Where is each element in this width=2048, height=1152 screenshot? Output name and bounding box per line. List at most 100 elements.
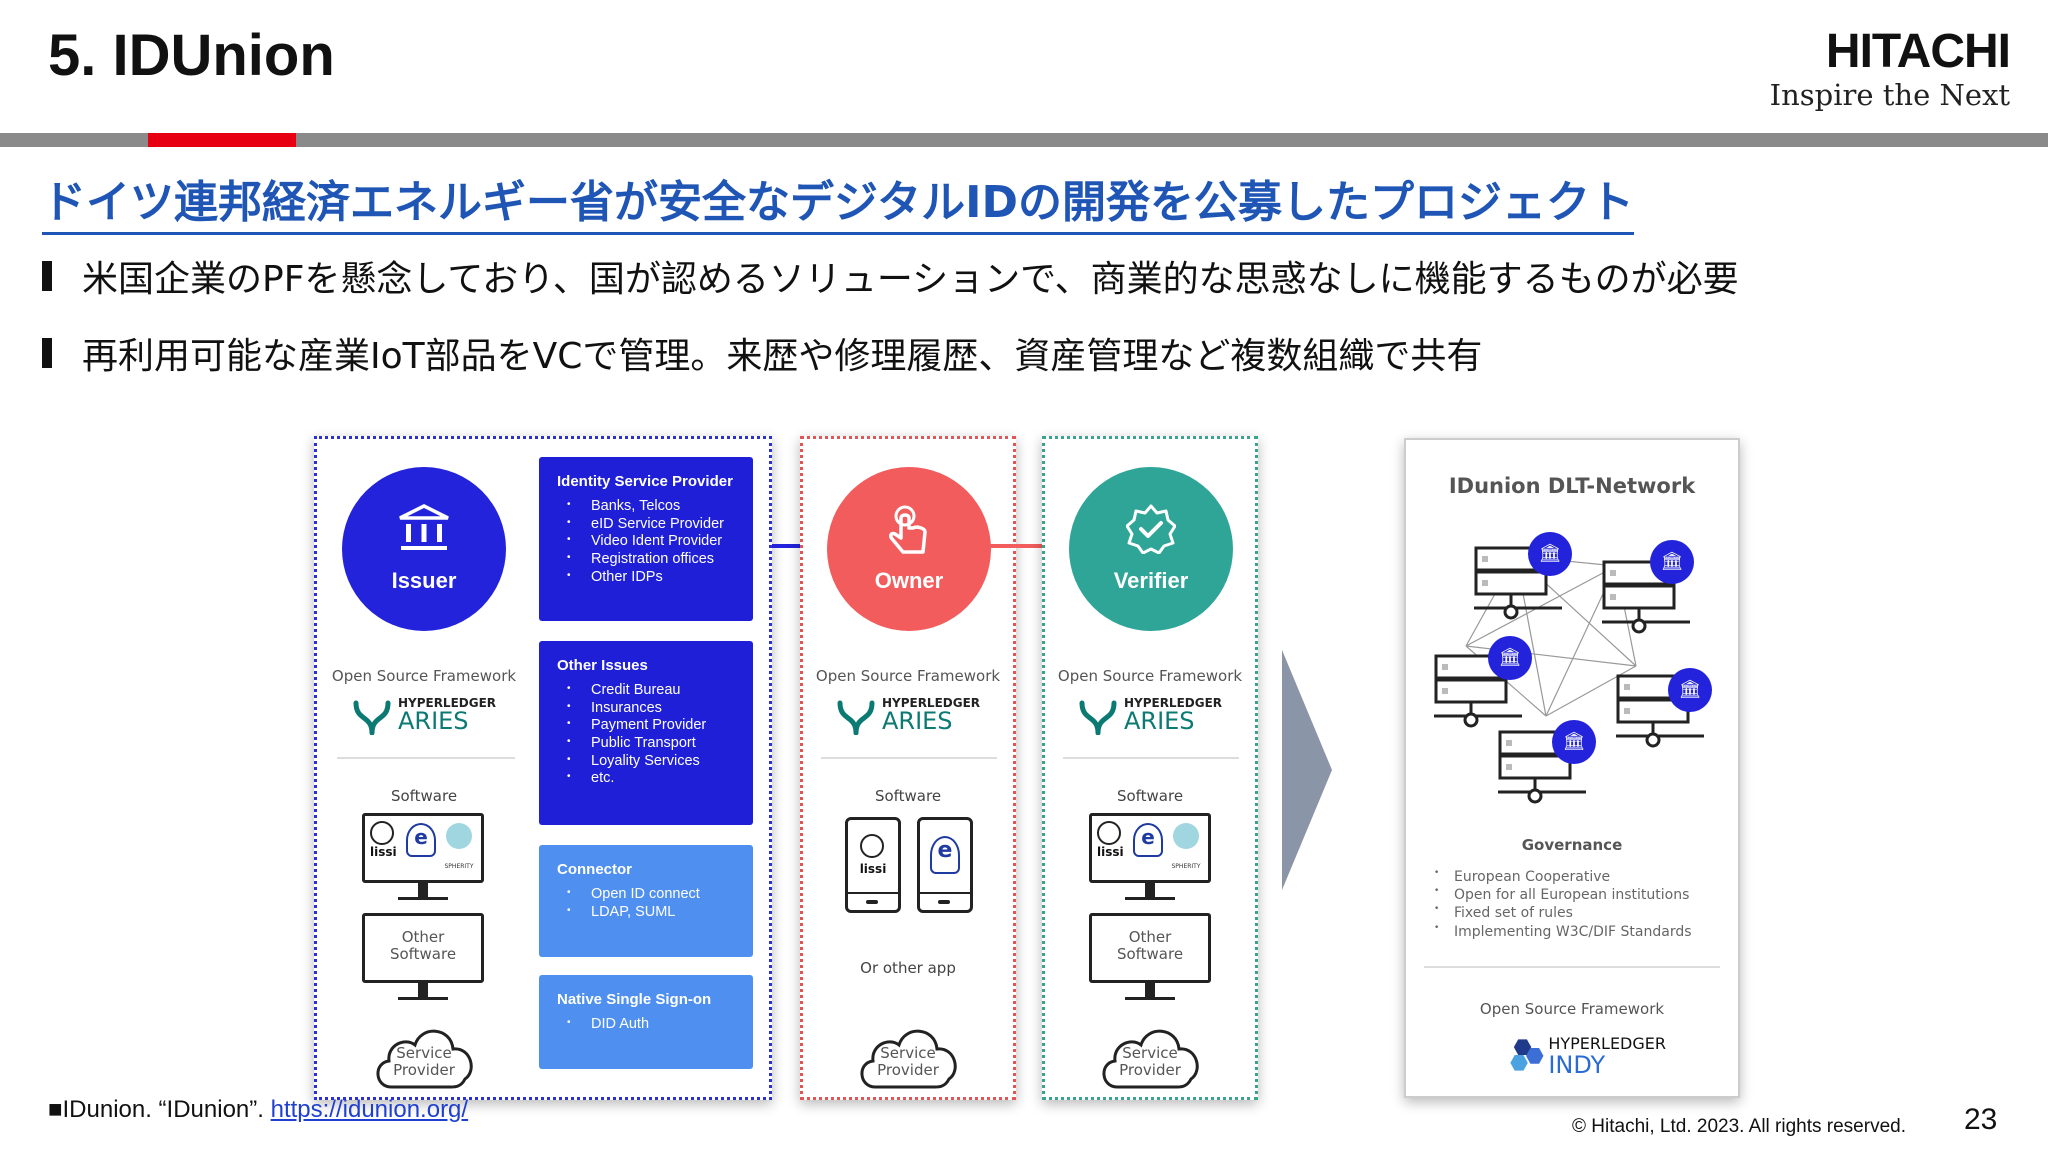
indy-text: INDY [1548,1050,1606,1079]
other-software-text: Software [1116,944,1184,963]
bank-badge-icon: 🏛 [1668,668,1712,712]
other-software-monitor: Other Software [1089,913,1211,1005]
bank-badge-icon: 🏛 [1650,540,1694,584]
other-software-text: Other [1128,928,1172,946]
bullet-marker [42,338,52,368]
eid-icon: e [1133,823,1163,857]
bank-badge-icon: 🏛 [1552,720,1596,764]
logo-brand: HITACHI [1825,25,2011,78]
aries-logo: HYPERLEDGER ARIES [1045,693,1255,737]
box-item: Banks, Telcos [557,498,735,516]
hyperledger-text: HYPERLEDGER [1548,1033,1666,1053]
box-item: Credit Bureau [557,682,735,700]
other-software-monitor: Other Software [362,913,484,1005]
spherity-logo: SPHERITY [1167,819,1205,875]
box-item: Insurances [557,700,735,718]
bullet-marker [42,261,52,291]
divider [1424,966,1720,968]
other-issues-box: Other Issues Credit Bureau Insurances Pa… [539,641,753,825]
box-title: Connector [557,861,632,878]
framework-label: Open Source Framework [331,667,517,685]
bullet-text: 米国企業のPFを懸念しており、国が認めるソリューションで、商業的な思惑なしに機能… [82,259,1739,300]
software-monitor: lissi e SPHERITY [1089,813,1211,905]
divider [1063,757,1239,759]
header-accent [148,133,296,147]
box-item: Loyality Services [557,753,735,771]
aries-text: ARIES [1123,707,1195,735]
service-provider-text: Provider [1119,1060,1181,1079]
aries-logo: HYPERLEDGER ARIES [317,693,531,737]
slide-title: 5. IDUnion [48,23,335,88]
governance-item: European Cooperative [1430,868,1730,886]
governance-item: Open for all European institutions [1430,886,1730,904]
box-title: Other Issues [557,657,648,674]
network-title: IDunion DLT-Network [1448,474,1696,498]
governance-item: Implementing W3C/DIF Standards [1430,923,1730,941]
lissi-logo: lissi [1097,821,1124,859]
lissi-logo: lissi [859,862,887,876]
spherity-logo: SPHERITY [440,819,478,875]
service-provider-text: Service [880,1044,936,1062]
dlt-network-panel: IDunion DLT-Network [1404,438,1740,1098]
framework-label: Open Source Framework [815,667,1001,685]
other-software-text: Other [401,928,445,946]
service-provider-cloud: Service Provider [1095,1017,1205,1091]
hyperledger-text: HYPERLEDGER [1123,696,1223,710]
owner-panel: Owner Open Source Framework HYPERLEDGER … [800,436,1016,1100]
other-app-label: Or other app [860,959,956,977]
bullet-item: 米国企業のPFを懸念しており、国が認めるソリューションで、商業的な思惑なしに機能… [42,250,1739,302]
governance-list: European Cooperative Open for all Europe… [1430,868,1730,941]
phone-eid: e [917,817,973,913]
lissi-logo: lissi [370,821,397,859]
software-label: Software [390,787,458,805]
verifier-label: Verifier [1113,568,1189,593]
box-item: Video Ident Provider [557,533,735,551]
box-item: Open ID connect [557,886,735,904]
slide-subtitle: ドイツ連邦経済エネルギー省が安全なデジタルIDの開発を公募したプロジェクト [42,166,1635,235]
framework-label: Open Source Framework [1057,667,1243,685]
other-software-text: Software [389,944,457,963]
service-provider-text: Service [1122,1044,1178,1062]
box-item: Public Transport [557,735,735,753]
aries-logo: HYPERLEDGER ARIES [803,693,1013,737]
bank-badge-icon: 🏛 [1528,532,1572,576]
aries-text: ARIES [397,707,469,735]
governance-title: Governance [1521,836,1623,854]
aries-icon [353,700,391,735]
divider [337,757,515,759]
indy-logo: HYPERLEDGER INDY [1506,1032,1666,1078]
verifier-circle: Verifier [1069,467,1233,631]
cloud-icon [1102,1029,1199,1089]
bank-icon [399,504,449,550]
issuer-circle: Issuer [342,467,506,631]
source-link[interactable]: https://idunion.org/ [270,1096,469,1123]
service-provider-cloud: Service Provider [853,1017,963,1091]
owner-circle: Owner [827,467,991,631]
software-label: Software [1116,787,1184,805]
owner-label: Owner [874,568,944,593]
governance-item: Fixed set of rules [1430,904,1730,922]
cloud-icon [376,1029,473,1089]
touch-icon [889,505,927,554]
framework-label: Open Source Framework [1479,1000,1665,1018]
connector-box: Connector Open ID connect LDAP, SUML [539,845,753,957]
box-item: etc. [557,770,735,788]
header-divider [0,133,2048,147]
box-item: DID Auth [557,1016,735,1034]
bank-badge-icon: 🏛 [1488,636,1532,680]
software-label: Software [874,787,942,805]
aries-icon [1079,700,1117,735]
divider [821,757,997,759]
box-item: Payment Provider [557,717,735,735]
issuer-panel: Issuer Open Source Framework HYPERLEDGER… [314,436,772,1100]
box-item: LDAP, SUML [557,904,735,922]
page-number: 23 [1964,1103,1998,1136]
hyperledger-text: HYPERLEDGER [881,696,981,710]
idunion-diagram: Issuer Open Source Framework HYPERLEDGER… [300,430,1760,1110]
bullet-item: 再利用可能な産業IoT部品をVCで管理。来歴や修理履歴、資産管理など複数組織で共… [42,327,1482,379]
native-sso-box: Native Single Sign-on DID Auth [539,975,753,1069]
box-title: Native Single Sign-on [557,991,712,1008]
box-item: Other IDPs [557,569,735,587]
verified-badge-icon [1126,504,1176,554]
hyperledger-text: HYPERLEDGER [397,696,497,710]
